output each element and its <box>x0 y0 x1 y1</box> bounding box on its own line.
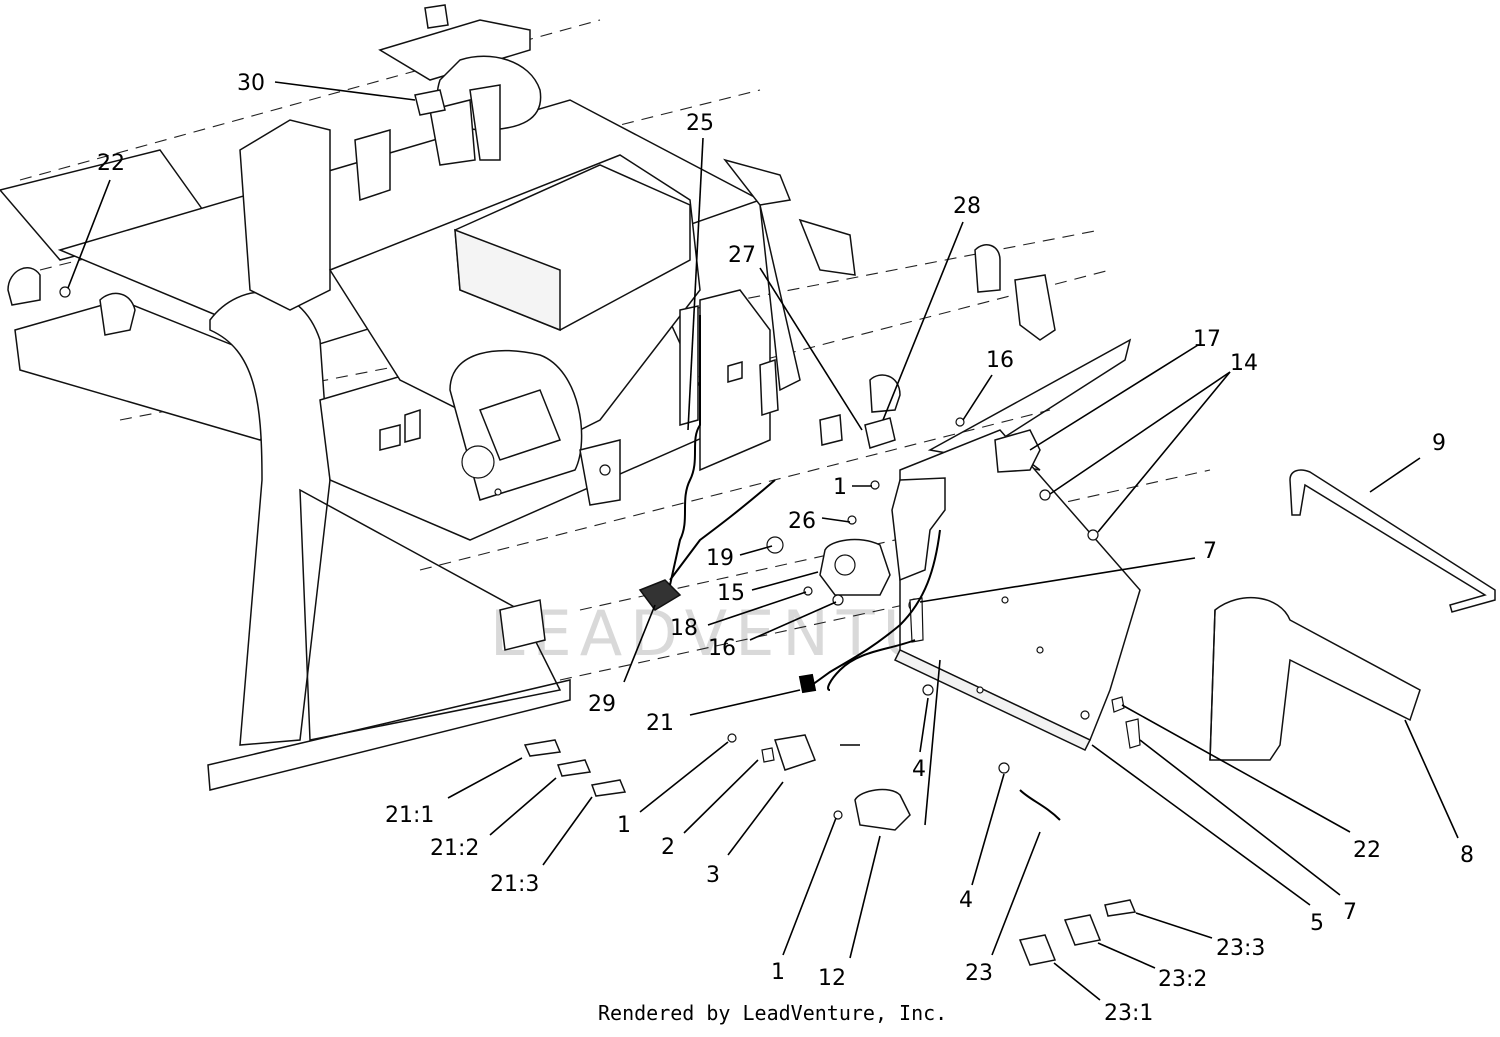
callout-5: 5 <box>1310 911 1324 936</box>
callout-1: 1 <box>771 960 785 985</box>
callout-15: 15 <box>717 581 745 606</box>
callout-21: 21 <box>646 711 674 736</box>
callout-1: 1 <box>617 813 631 838</box>
callout-8: 8 <box>1460 843 1474 868</box>
callout-29: 29 <box>588 692 616 717</box>
rear-frame-brackets <box>723 158 1056 446</box>
callout-28: 28 <box>953 194 981 219</box>
support-rod <box>1289 469 1496 613</box>
callout-23: 23 <box>965 961 993 986</box>
electrical-mounting-plate <box>893 338 1141 751</box>
callout-17: 17 <box>1193 327 1221 352</box>
seat-bracket-assembly <box>378 4 542 166</box>
callout-16: 16 <box>986 348 1014 373</box>
callout-2: 2 <box>661 835 675 860</box>
callout-16: 16 <box>708 636 736 661</box>
leader-lines <box>67 81 1459 1001</box>
callout-25: 25 <box>686 111 714 136</box>
callout-21-1: 21:1 <box>385 803 434 828</box>
wiring-harness <box>669 315 1061 821</box>
callout-labels: 30 22 25 28 27 16 17 14 9 1 26 7 19 15 1… <box>97 71 1474 1026</box>
callout-3: 3 <box>706 863 720 888</box>
callout-12: 12 <box>818 966 846 991</box>
battery-cover <box>1209 596 1421 761</box>
callout-7: 7 <box>1343 900 1357 925</box>
callout-19: 19 <box>706 546 734 571</box>
callout-4: 4 <box>959 888 973 913</box>
callout-4: 4 <box>912 757 926 782</box>
callout-26: 26 <box>788 509 816 534</box>
callout-22: 22 <box>1353 838 1381 863</box>
callout-23-1: 23:1 <box>1104 1001 1153 1026</box>
callout-30: 30 <box>237 71 265 96</box>
callout-14: 14 <box>1230 351 1258 376</box>
callout-22: 22 <box>97 151 125 176</box>
callout-23-3: 23:3 <box>1216 936 1265 961</box>
callout-21-3: 21:3 <box>490 872 539 897</box>
callout-21-2: 21:2 <box>430 836 479 861</box>
callout-9: 9 <box>1432 431 1446 456</box>
engine <box>328 154 771 506</box>
callout-23-2: 23:2 <box>1158 967 1207 992</box>
footer-credit: Rendered by LeadVenture, Inc. <box>598 1001 947 1025</box>
callout-1: 1 <box>833 475 847 500</box>
callout-27: 27 <box>728 243 756 268</box>
callout-18: 18 <box>670 616 698 641</box>
callout-7: 7 <box>1203 539 1217 564</box>
